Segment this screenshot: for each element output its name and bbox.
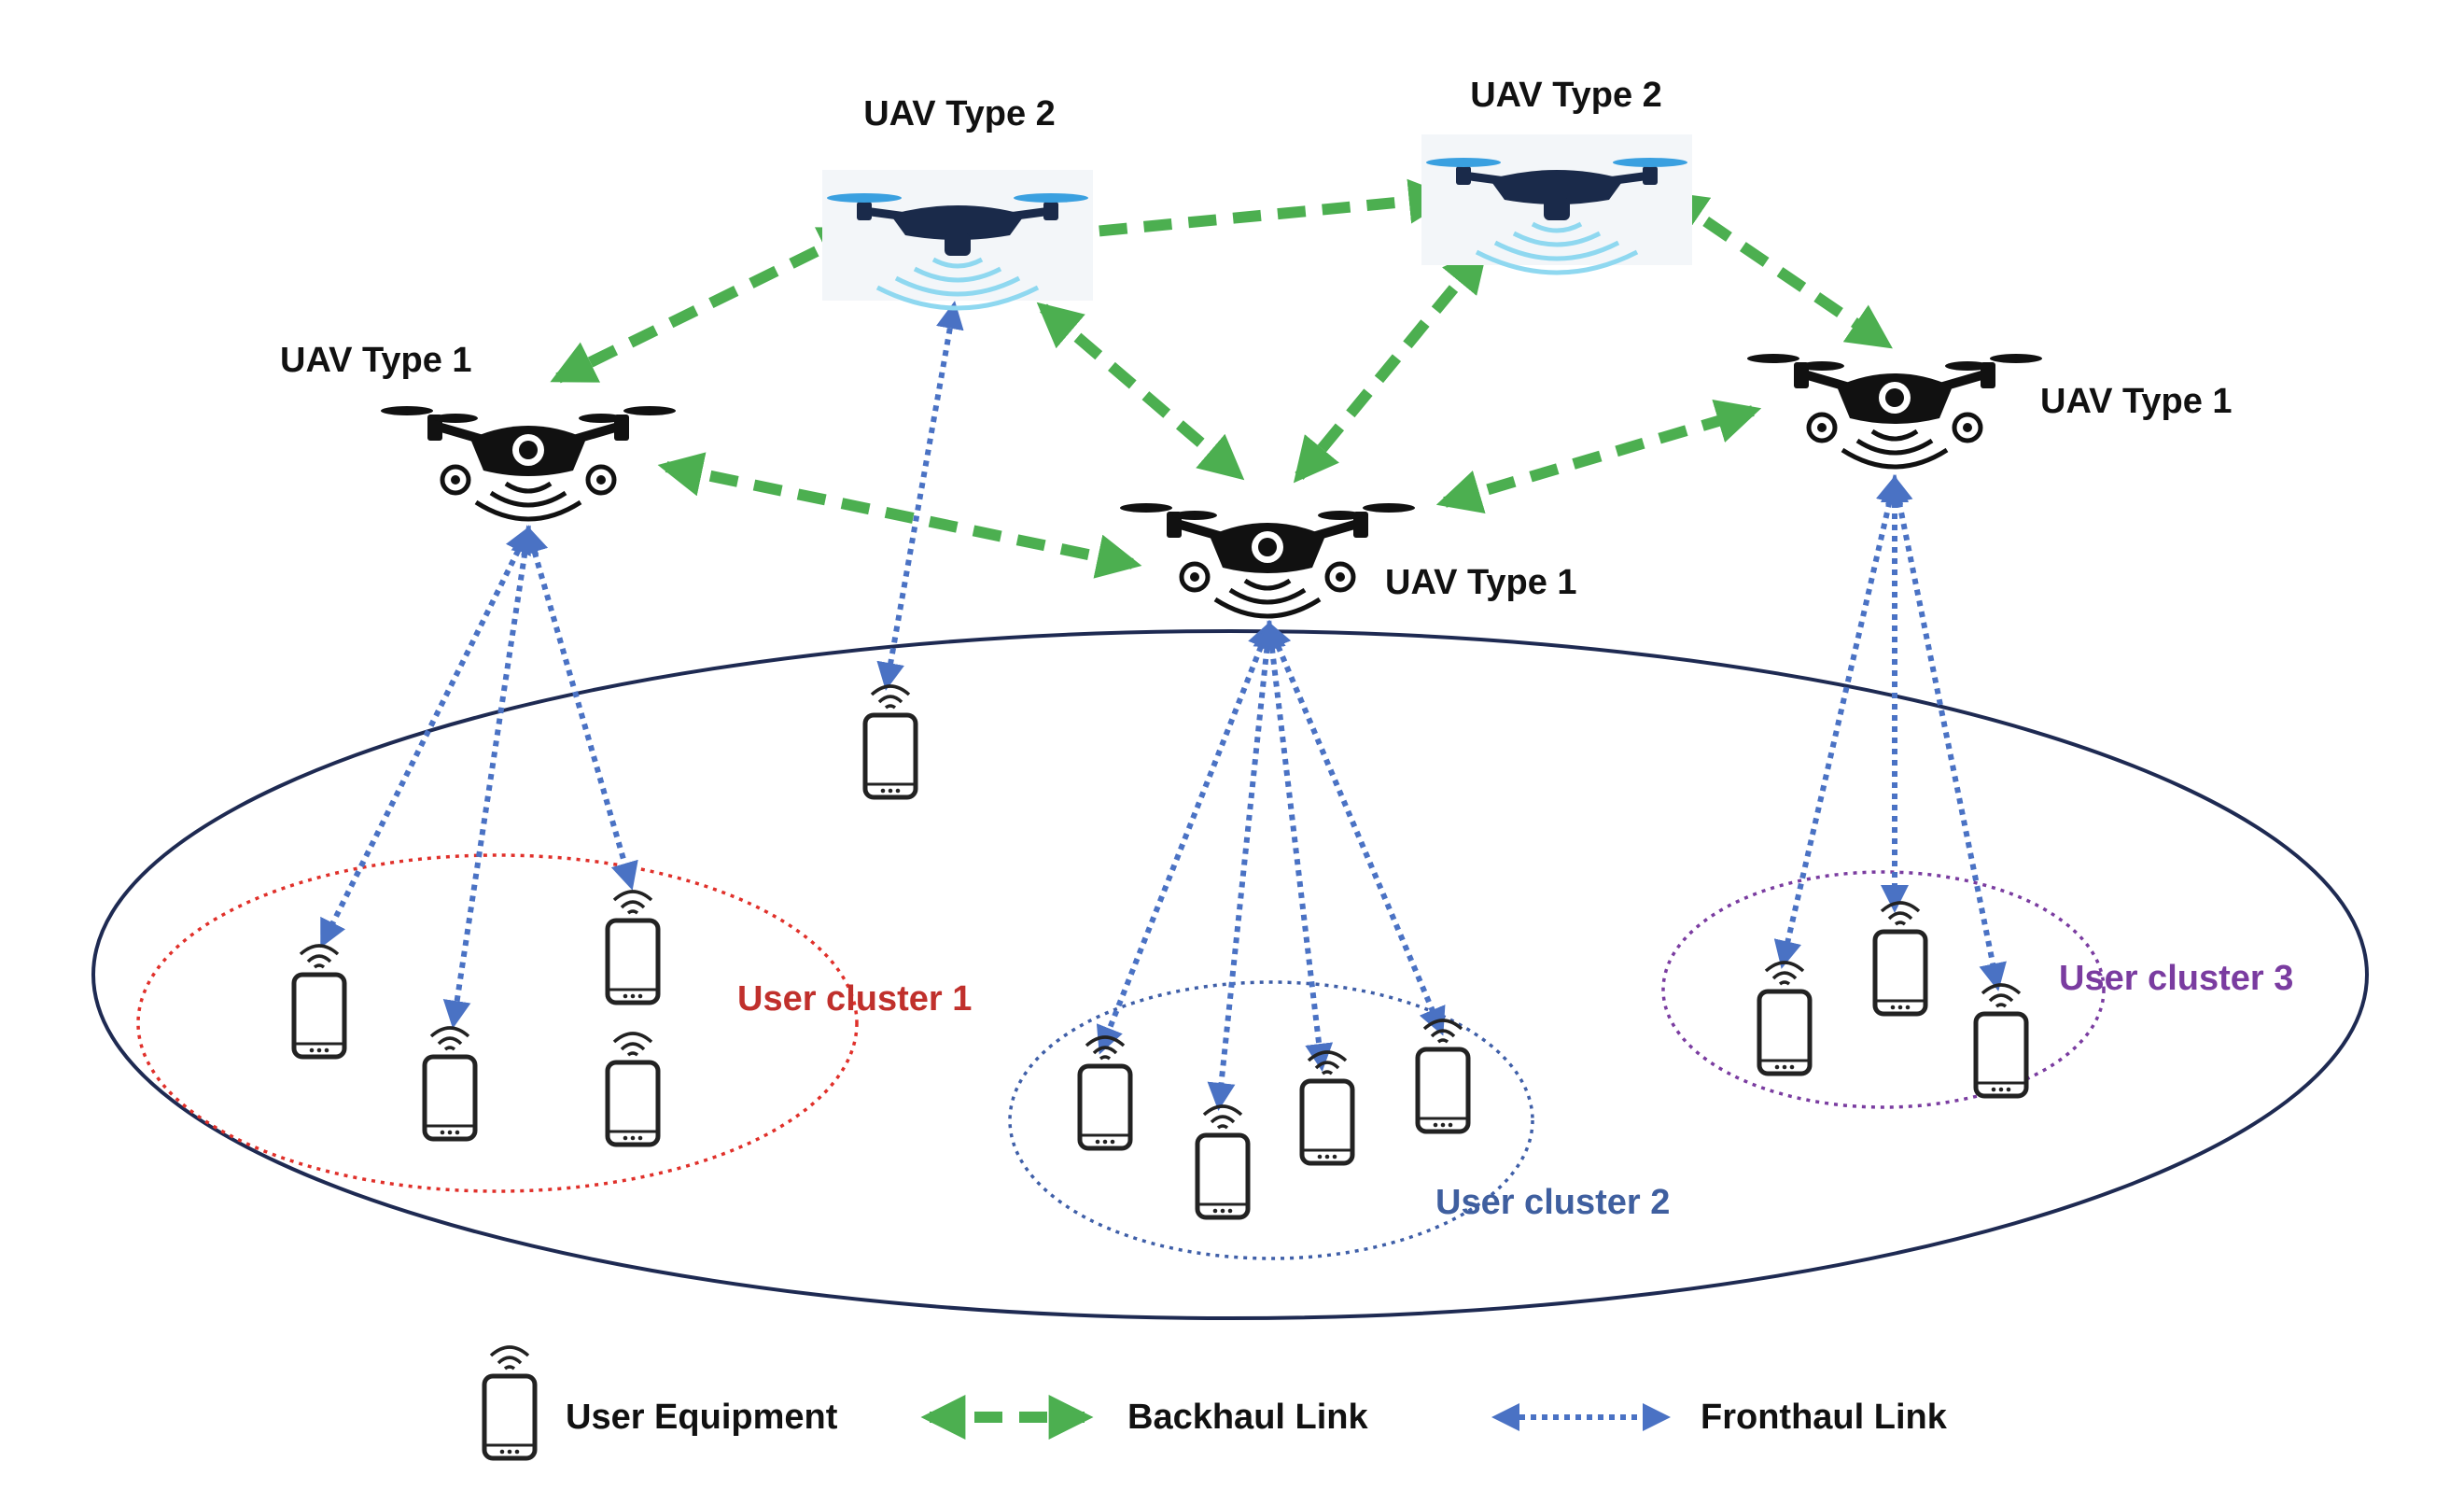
phone-icon: [608, 1033, 658, 1145]
user-equipment-group: [294, 686, 2026, 1217]
backhaul-link: [1293, 246, 1489, 484]
phone-icon: [1197, 1106, 1248, 1217]
uav-type2-drone-icon: [1421, 134, 1692, 273]
phone-icon: [1875, 903, 1925, 1014]
uav-type1-right: UAV Type 1: [1747, 354, 2233, 467]
uav-type1-left-label: UAV Type 1: [280, 341, 472, 380]
legend-phone-icon: [484, 1347, 535, 1458]
legend-fronthaul-label: Fronthaul Link: [1701, 1398, 1948, 1437]
fronthaul-link: [1096, 620, 1275, 1055]
legend-ue-label: User Equipment: [566, 1398, 838, 1437]
fronthaul-link: [442, 525, 539, 1029]
uav-type1-left: UAV Type 1: [280, 341, 676, 519]
phone-icon: [425, 1028, 475, 1139]
uav-type1-center: UAV Type 1: [1120, 503, 1577, 616]
fronthaul-link: [1773, 474, 1904, 969]
phone-icon: [1080, 1037, 1130, 1148]
cluster-2-label: User cluster 2: [1435, 1183, 1670, 1222]
uav-type1-drone-icon: [1120, 503, 1415, 616]
cluster-3-label: User cluster 3: [2059, 959, 2293, 998]
backhaul-link: [1661, 190, 1893, 349]
uav-type1-center-label: UAV Type 1: [1385, 563, 1577, 602]
phone-icon: [294, 946, 344, 1057]
uav-type2-right: UAV Type 2: [1421, 76, 1692, 273]
uav-type1-drone-icon: [381, 406, 676, 519]
fronthaul-link: [876, 301, 964, 691]
phone-icon: [1759, 963, 1810, 1074]
fronthaul-link: [521, 525, 638, 891]
backhaul-link: [1435, 399, 1762, 514]
backhaul-link: [657, 452, 1142, 579]
backhaul-link: [1036, 302, 1245, 481]
uav-type2-drone-icon: [822, 170, 1093, 308]
fronthaul-link: [320, 525, 531, 949]
uav-type2-left: UAV Type 2: [822, 94, 1093, 308]
uav-type2-left-label: UAV Type 2: [863, 94, 1056, 134]
uav-type1-right-label: UAV Type 1: [2040, 382, 2233, 421]
fronthaul-link: [1207, 620, 1281, 1111]
backhaul-link: [550, 226, 865, 384]
phone-icon: [1418, 1020, 1468, 1132]
backhaul-link: [1045, 178, 1454, 255]
cluster-1-boundary: [136, 853, 859, 1193]
uav-type1-drone-icon: [1747, 354, 2042, 467]
cluster-1-label: User cluster 1: [737, 979, 972, 1019]
legend: User Equipment Backhaul Link Fronthaul L…: [484, 1347, 1948, 1458]
fronthaul-links: [320, 301, 2007, 1111]
fronthaul-link: [1885, 474, 2007, 991]
phone-icon: [608, 892, 658, 1003]
phone-icon: [865, 686, 916, 797]
phone-icon: [1976, 985, 2026, 1096]
legend-backhaul-label: Backhaul Link: [1127, 1398, 1368, 1437]
uav-type2-right-label: UAV Type 2: [1470, 76, 1662, 115]
phone-icon: [1302, 1052, 1352, 1163]
